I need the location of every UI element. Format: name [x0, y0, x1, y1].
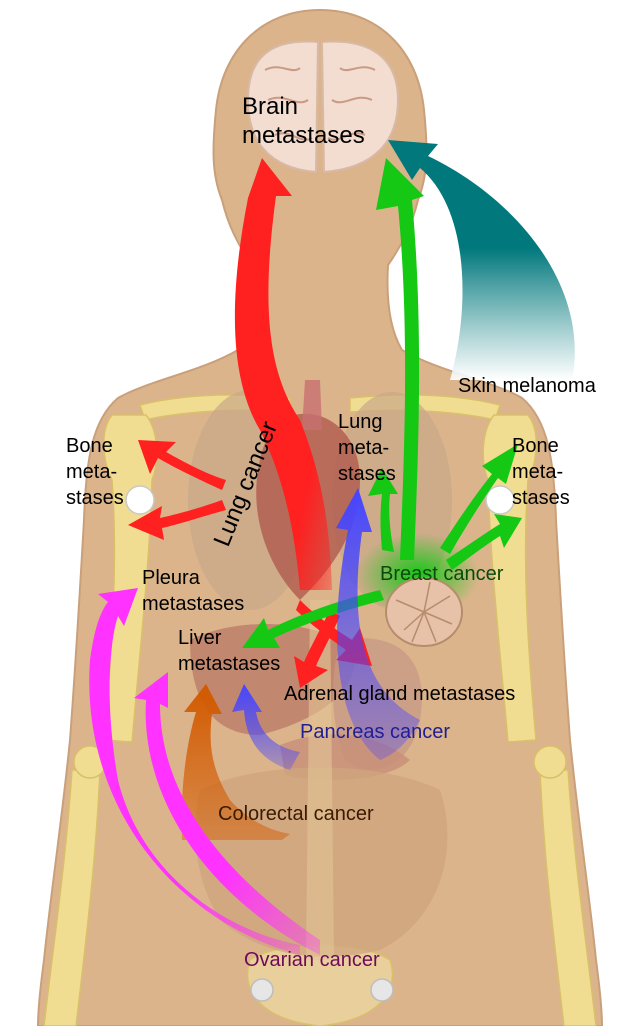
brain-gyri — [264, 66, 376, 141]
skin-melanoma-label: Skin melanoma — [458, 375, 597, 397]
colorectal-to-liver-arrow — [181, 684, 290, 840]
left-hip-joint — [250, 978, 274, 1002]
ovarian-label: Ovarian cancer — [244, 949, 380, 971]
ovarian-to-pleura-arrow — [89, 588, 300, 955]
left-forearm — [43, 769, 101, 1026]
breast-to-brain-arrow — [376, 158, 424, 560]
lung-to-brain-arrow — [234, 158, 332, 590]
brain-right-hemisphere — [320, 40, 400, 174]
liver-label: Liver metastases — [178, 627, 280, 675]
lung-to-liver-arrow — [294, 610, 340, 688]
ovarian-cancer-arrows — [89, 588, 320, 955]
left-shoulder-joint — [125, 485, 155, 515]
pancreas-to-lung-meta-arrow — [336, 488, 420, 760]
brain-label: Brain metastases — [242, 93, 365, 149]
brain — [246, 40, 400, 174]
adrenal-label: Adrenal gland metastases — [284, 683, 515, 705]
lung-to-bone-left-arrow — [138, 440, 226, 490]
lung-to-bone-left-lower-arrow — [128, 500, 226, 540]
breast-lobules — [395, 581, 453, 643]
breast-tissue — [385, 577, 463, 647]
pancreas-label: Pancreas cancer — [300, 721, 450, 743]
right-shoulder-joint — [485, 485, 515, 515]
breast-cancer-label: Breast cancer — [380, 563, 504, 585]
melanoma-to-brain-arrow — [388, 140, 575, 380]
breast-to-lung-meta-arrow — [368, 468, 398, 552]
skeleton — [43, 394, 597, 1026]
right-forearm — [539, 769, 597, 1026]
pleura-label: Pleura metastases — [142, 567, 244, 615]
right-elbow — [533, 745, 567, 779]
aorta — [302, 380, 322, 430]
pancreas-to-liver-arrow — [232, 684, 300, 770]
colorectal-label: Colorectal cancer — [218, 803, 374, 825]
bone-right-label: Bone meta- stases — [512, 435, 570, 509]
breast-to-bone-right-arrow — [440, 444, 518, 554]
lung-meta-label: Lung meta- stases — [338, 411, 396, 485]
pancreas-cancer-arrows — [232, 488, 420, 770]
bone-left-label: Bone meta- stases — [66, 435, 124, 509]
breast-to-bone-right-lower-arrow — [446, 514, 522, 570]
spine — [306, 600, 334, 960]
ovarian-to-liver-arrow — [134, 672, 320, 955]
right-hip-joint — [370, 978, 394, 1002]
